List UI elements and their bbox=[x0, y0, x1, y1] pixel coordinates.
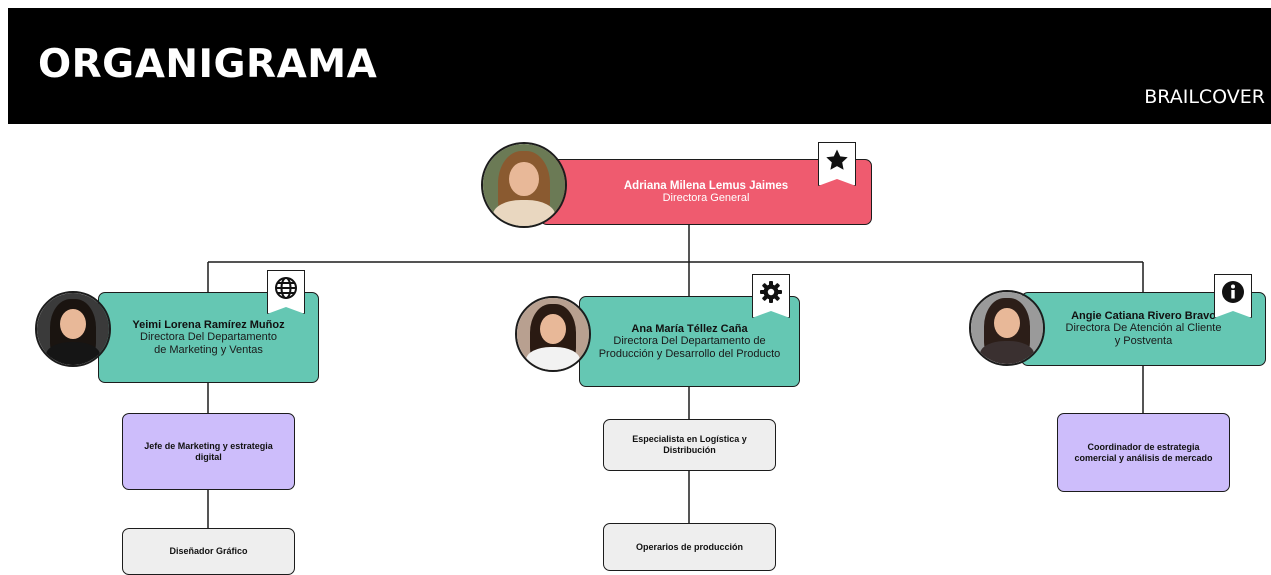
globe-icon bbox=[267, 270, 305, 314]
gear-icon bbox=[752, 274, 790, 318]
report-label: Operarios de producción bbox=[635, 541, 744, 552]
root-name: Adriana Milena Lemus Jaimes bbox=[623, 179, 789, 192]
director-role-line: y Postventa bbox=[1114, 335, 1173, 347]
director-role-line: Producción y Desarrollo del Producto bbox=[598, 347, 781, 360]
report-box-logistics: Especialista en Logística y Distribución bbox=[603, 419, 776, 471]
info-icon bbox=[1214, 274, 1252, 318]
report-box-operators: Operarios de producción bbox=[603, 523, 776, 571]
root-role: Directora General bbox=[662, 191, 750, 204]
report-label: Especialista en Logística y Distribución bbox=[632, 434, 747, 455]
brand-name: BRAILCOVER bbox=[1144, 86, 1265, 108]
report-box-graphic-designer: Diseñador Gráfico bbox=[122, 528, 295, 575]
report-label: Jefe de Marketing y estrategia digital bbox=[144, 440, 273, 462]
director-role-line: Directora Del Departamento de bbox=[613, 334, 766, 347]
avatar-marketing bbox=[35, 291, 111, 367]
report-label: Diseñador Gráfico bbox=[169, 546, 248, 556]
director-role-line: Directora De Atención al Cliente bbox=[1065, 322, 1222, 334]
director-name: Angie Catiana Rivero Bravo bbox=[1071, 310, 1216, 322]
avatar-customer-service bbox=[969, 290, 1045, 366]
director-name: Ana María Téllez Caña bbox=[631, 322, 748, 335]
page-title: ORGANIGRAMA bbox=[38, 42, 378, 87]
report-box-commercial-strategy: Coordinador de estrategia comercial y an… bbox=[1057, 413, 1230, 492]
star-icon bbox=[818, 142, 856, 186]
avatar-root bbox=[481, 142, 567, 228]
report-box-marketing-lead: Jefe de Marketing y estrategia digital bbox=[122, 413, 295, 490]
director-name: Yeimi Lorena Ramírez Muñoz bbox=[132, 318, 285, 331]
director-role-line: de Marketing y Ventas bbox=[154, 343, 263, 356]
avatar-production bbox=[515, 296, 591, 372]
director-role-line: Directora Del Departamento bbox=[140, 330, 277, 343]
header-banner: ORGANIGRAMA BRAILCOVER bbox=[8, 8, 1271, 124]
root-node-box: Adriana Milena Lemus Jaimes Directora Ge… bbox=[540, 159, 872, 225]
report-label: Coordinador de estrategia comercial y an… bbox=[1074, 441, 1213, 463]
